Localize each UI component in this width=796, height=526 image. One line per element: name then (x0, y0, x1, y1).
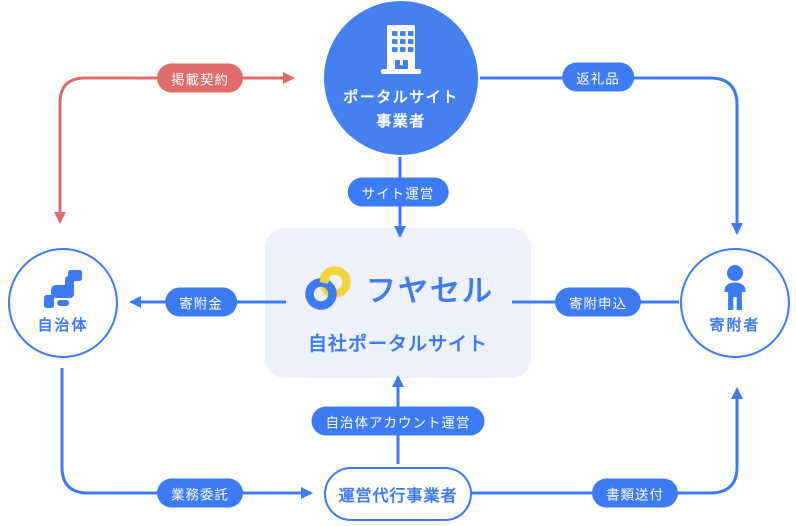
node-municipality: 自治体 (8, 248, 118, 358)
edge-label-kifukin: 寄附金 (165, 287, 237, 317)
edge-label-shorui-sofu: 書類送付 (592, 478, 678, 508)
node-donor: 寄附者 (680, 248, 790, 358)
node-agency: 運営代行事業者 (324, 467, 472, 521)
municipality-label: 自治体 (37, 317, 89, 334)
donor-label: 寄附者 (709, 317, 761, 334)
edge-label-site-unei: サイト運営 (347, 177, 449, 207)
arrow-henreihin (480, 76, 743, 235)
own-portal-label: 自社ポータルサイト (307, 334, 488, 355)
node-portal-operator: ポータルサイト 事業者 (324, 1, 478, 155)
arrow-shorui-sofu (470, 387, 743, 495)
fuyaseru-logo: フヤセル (302, 266, 494, 317)
portal-operator-label-line2: 事業者 (376, 113, 426, 130)
arrow-keisai-keiyaku (54, 72, 295, 224)
fuyaseru-brand-text: フヤセル (366, 274, 494, 308)
interlocking-rings-logo-icon (302, 266, 354, 317)
government-building-icon (39, 264, 87, 312)
agency-label: 運営代行事業者 (338, 488, 458, 505)
edge-label-jichitai-account-unei: 自治体アカウント運営 (311, 406, 485, 436)
arrow-gyomu-itaku (60, 368, 313, 499)
edge-label-gyomu-itaku: 業務委託 (157, 478, 243, 508)
own-portal-box: フヤセル 自社ポータルサイト (265, 228, 531, 378)
building-icon (370, 22, 432, 83)
person-icon (713, 264, 757, 312)
edge-label-kifu-moshikomi: 寄附申込 (555, 287, 641, 317)
edge-label-henreihin: 返礼品 (562, 62, 634, 92)
edge-label-keisai-keiyaku: 掲載契約 (157, 63, 243, 93)
portal-operator-label-line1: ポータルサイト (343, 89, 459, 106)
